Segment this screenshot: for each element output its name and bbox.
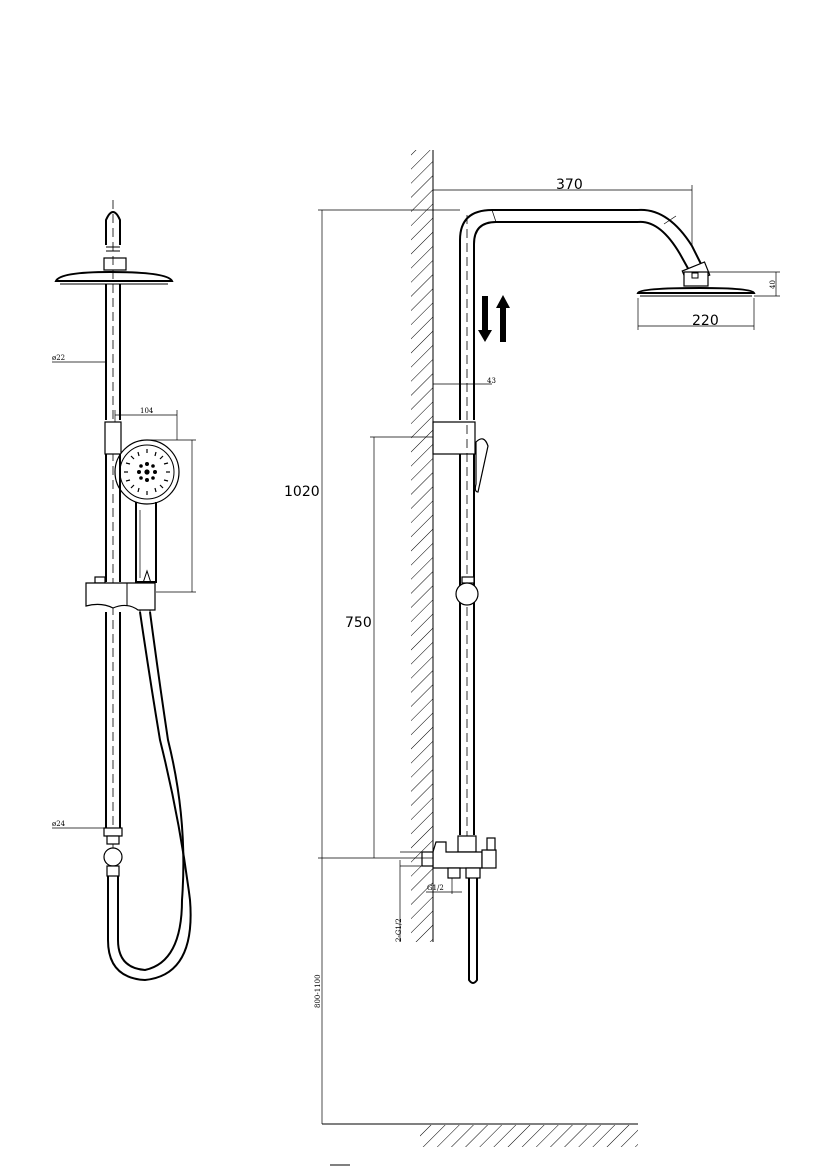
- holder-side: [455, 582, 479, 606]
- wall-bracket: [432, 421, 476, 455]
- mixer-lever: [486, 837, 496, 851]
- outlet-spout: [468, 878, 478, 984]
- mixer-body: [432, 841, 483, 869]
- riser-top-cap: [105, 211, 121, 245]
- arm-length-label: 370: [556, 177, 583, 193]
- head-thickness-label: 40: [769, 280, 777, 289]
- riser-outer: [459, 209, 638, 420]
- install-height-label: 800-1100: [314, 974, 322, 1008]
- wall-connector: [421, 851, 434, 867]
- inlet-thread-label: G1/2: [427, 884, 444, 892]
- height-adjust-arrows-icon: [478, 295, 510, 342]
- rain-head-side: [636, 286, 756, 294]
- hand-shower-width: 104: [140, 407, 154, 415]
- mixer-handle-base: [481, 849, 497, 869]
- hand-shower-profile: [474, 438, 489, 493]
- diverter-knob: [103, 847, 123, 867]
- slide-bracket: [104, 421, 122, 455]
- total-height-label: 1020: [284, 484, 320, 500]
- head-connector-side: [683, 271, 709, 287]
- hand-shower-holder: [85, 582, 156, 611]
- wall-offset-label: 43: [487, 377, 496, 385]
- holder-knob: [94, 576, 106, 584]
- shower-hose: [107, 611, 192, 982]
- inlet-spec-label: 2-G1/2: [395, 918, 403, 942]
- hose-outlet: [465, 867, 481, 879]
- spray-nozzles: [124, 449, 170, 495]
- pipe-diameter-lower: ø24: [52, 820, 66, 828]
- pipe-diameter-upper: ø22: [52, 354, 65, 362]
- wall-hatching: [411, 150, 433, 942]
- floor-hatching: [420, 1125, 638, 1147]
- rain-head-front: [54, 270, 174, 282]
- front-view: ø22 104 ø24: [52, 200, 196, 982]
- head-connector: [103, 257, 127, 271]
- head-diameter-label: 220: [692, 313, 719, 329]
- side-view: 370 40 220 43: [284, 150, 780, 1166]
- slide-height-label: 750: [345, 615, 372, 631]
- hand-shower-handle: [135, 502, 157, 583]
- mixer-top-collar: [457, 835, 477, 853]
